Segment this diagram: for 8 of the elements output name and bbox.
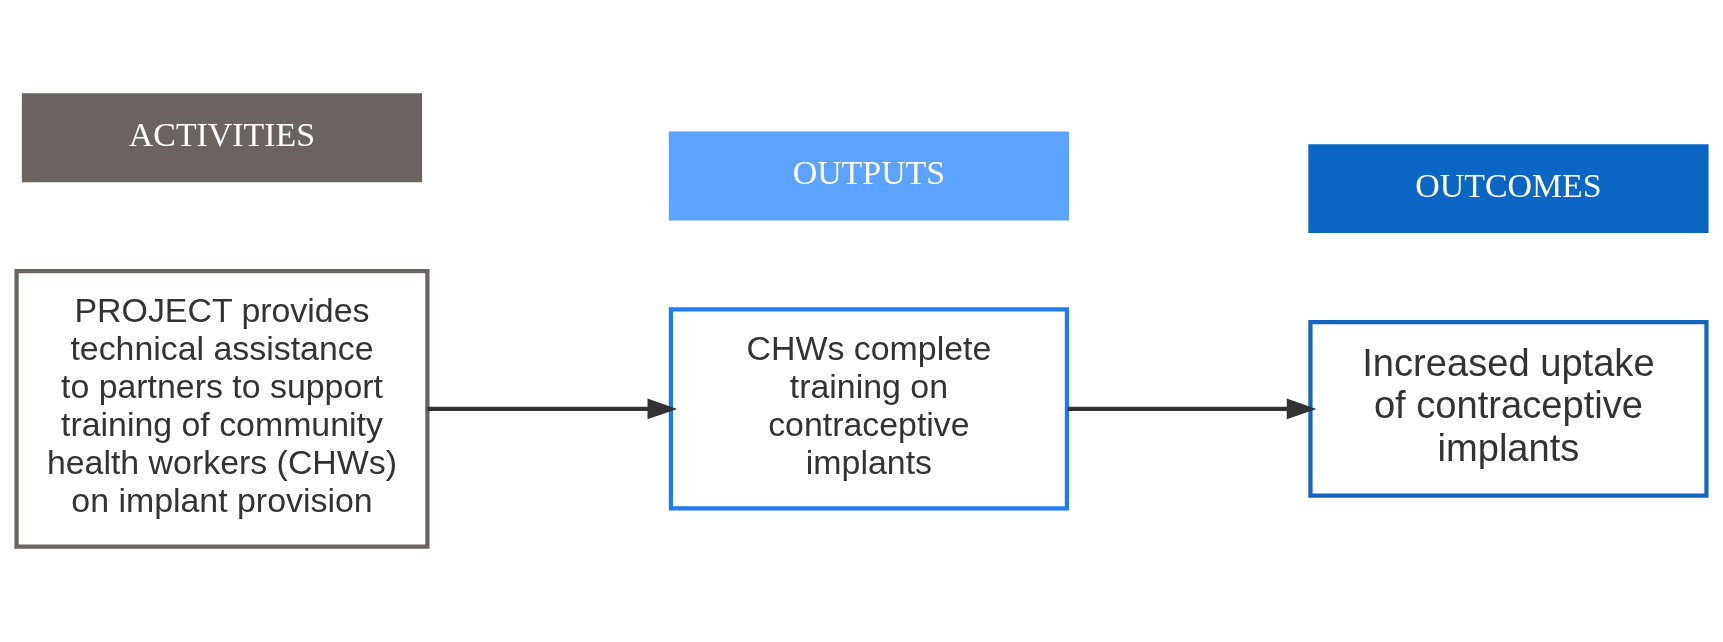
node-box: OUTCOMES bbox=[1308, 144, 1709, 234]
arrow bbox=[427, 398, 678, 420]
node-box: PROJECT provides technical assistance to partners to support training of community health workers (CHWs) on implant provision bbox=[14, 269, 430, 549]
node-box: Increased uptake of contraceptive implants bbox=[1308, 319, 1709, 498]
node-box: ACTIVITIES bbox=[21, 93, 423, 183]
node-box: CHWs complete training on contraceptive implants bbox=[668, 307, 1070, 511]
arrow bbox=[1067, 398, 1317, 420]
node-box: OUTPUTS bbox=[668, 131, 1070, 221]
